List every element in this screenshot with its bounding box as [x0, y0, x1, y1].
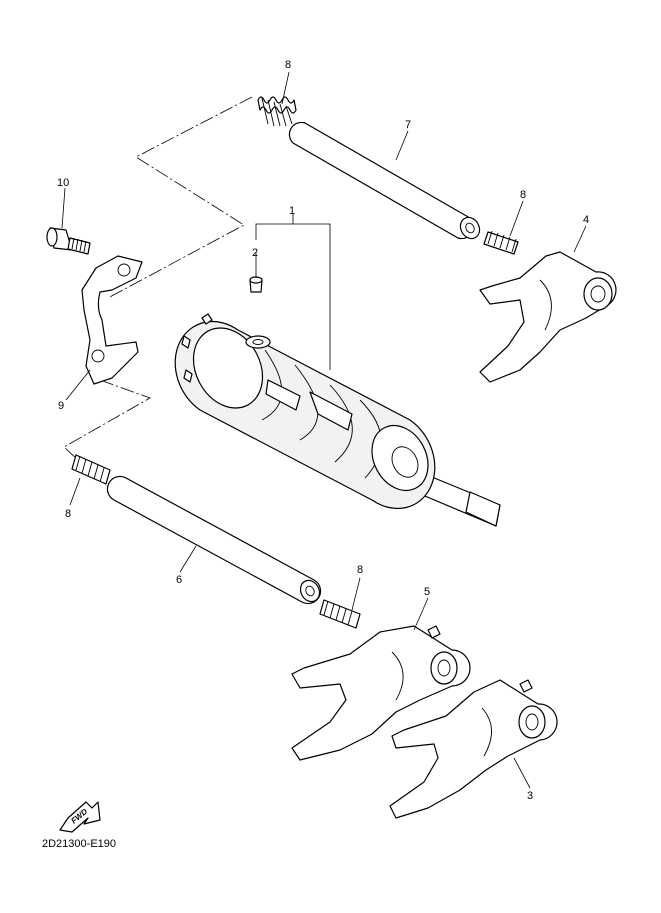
leader-lines: [61, 71, 587, 789]
callout-5: 5: [424, 586, 430, 598]
shift-drum-1: [174, 313, 501, 527]
callout-10: 10: [57, 177, 69, 189]
spring-8-left: [71, 454, 111, 485]
fwd-arrow-icon: FWD: [59, 801, 101, 833]
callout-1: 1: [289, 205, 295, 217]
callout-8-top: 8: [285, 59, 291, 71]
callout-6: 6: [176, 574, 182, 586]
callout-8-right: 8: [520, 189, 526, 201]
assembly-lines: [63, 96, 253, 461]
bolt-10: [46, 227, 91, 255]
shift-fork-4: [479, 251, 617, 383]
spring-8-top: [257, 96, 297, 127]
callout-4: 4: [583, 214, 589, 226]
callout-8-lower: 8: [357, 564, 363, 576]
pin-2: [249, 276, 263, 293]
callout-2: 2: [252, 247, 258, 259]
callout-3: 3: [527, 790, 533, 802]
stopper-plate-9: [81, 255, 143, 385]
callout-9: 9: [58, 400, 64, 412]
callout-7: 7: [405, 119, 411, 131]
drawing-code: 2D21300-E190: [42, 838, 117, 850]
shaft-6: [106, 475, 322, 605]
shaft-7: [288, 121, 481, 240]
spring-8-right: [483, 230, 519, 255]
callout-8-left: 8: [65, 508, 71, 520]
shift-fork-5: [291, 625, 471, 761]
shift-fork-3: [389, 679, 558, 819]
spring-8-lower: [319, 599, 361, 629]
callout-numbers: 8 7 8 4 10 1 2 9 8 6 8 5 3: [57, 59, 589, 802]
